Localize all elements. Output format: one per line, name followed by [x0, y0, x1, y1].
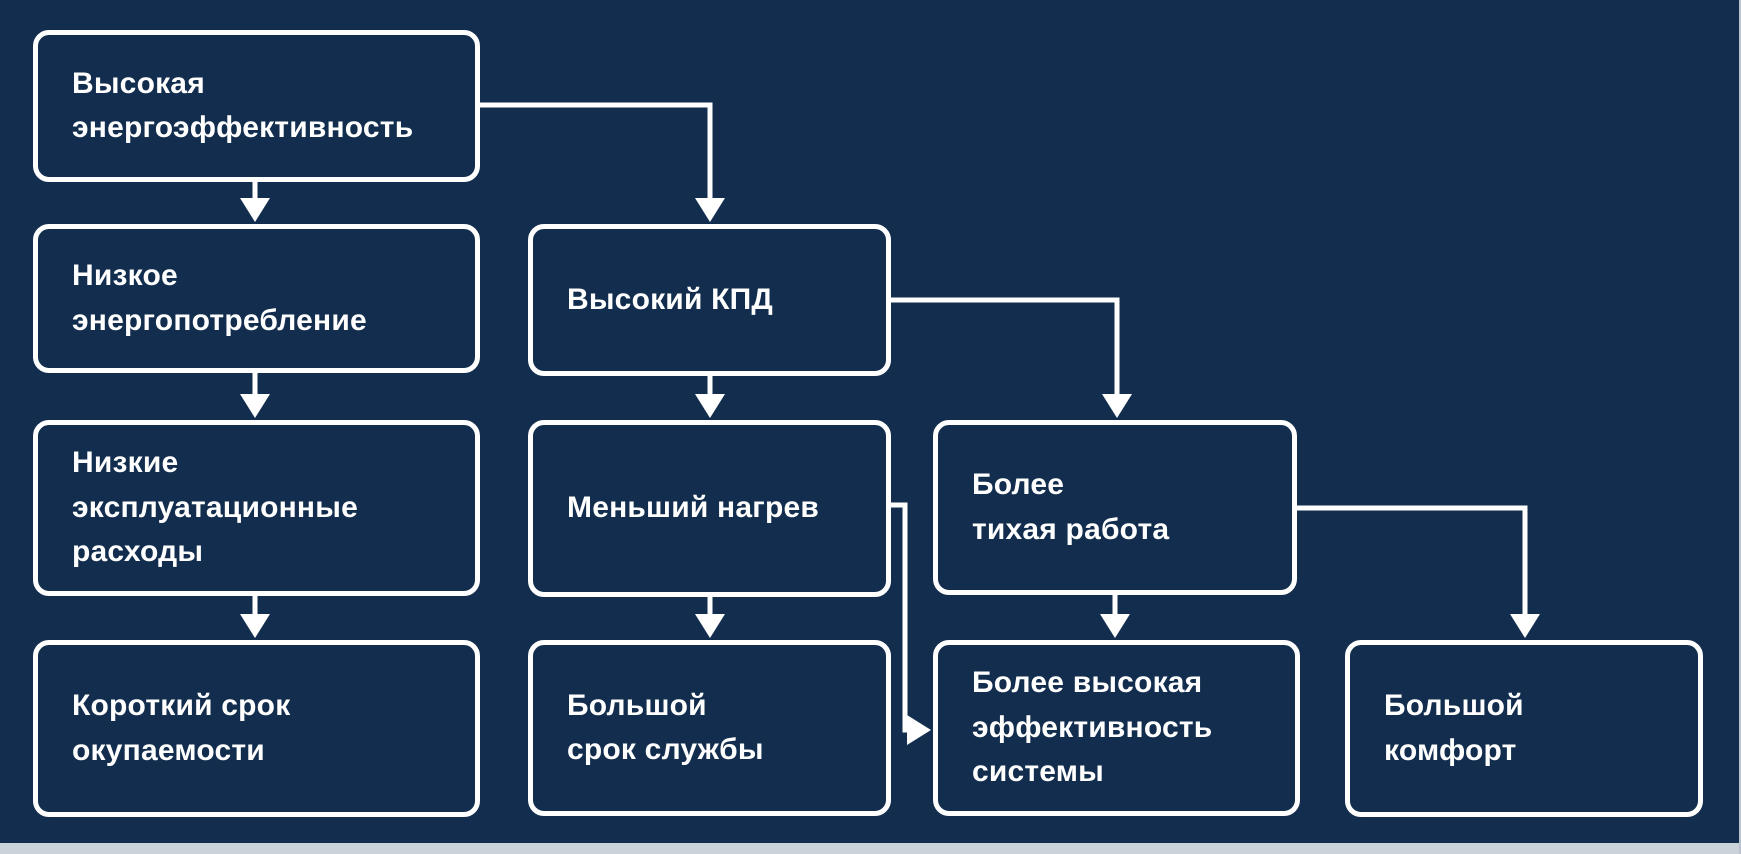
node-short-payback-period: Короткий срок окупаемости [33, 640, 480, 817]
node-great-comfort-label: Большой комфорт [1384, 689, 1524, 767]
arrow-n1-n5-line [480, 102, 713, 200]
node-low-operating-costs: Низкие эксплуатационные расходы [33, 420, 480, 596]
node-great-comfort: Большой комфорт [1345, 640, 1703, 817]
arrow-n5-n6-head [695, 394, 725, 418]
arrow-n2-n3-head [240, 394, 270, 418]
node-short-payback-period-label: Короткий срок окупаемости [72, 689, 291, 767]
arrow-n1-n5-head [695, 198, 725, 222]
node-high-energy-efficiency-label: Высокая энергоэффективность [72, 66, 414, 144]
node-high-efficiency-kpd-label: Высокий КПД [567, 282, 773, 316]
slide-edge-right [1739, 0, 1741, 854]
slide-edge-bottom [0, 843, 1741, 854]
arrow-n7-n10-head [1510, 614, 1540, 638]
node-quieter-operation-label: Более тихая работа [972, 468, 1170, 546]
node-less-heating-label: Меньший нагрев [567, 491, 820, 525]
node-long-service-life: Большой срок службы [528, 640, 891, 816]
arrow-n7-n10-line [1297, 505, 1528, 616]
node-low-energy-consumption-label: Низкое энергопотребление [72, 259, 367, 337]
node-quieter-operation: Более тихая работа [933, 420, 1297, 595]
arrow-n6-n9-line [891, 502, 909, 733]
node-high-efficiency-kpd: Высокий КПД [528, 224, 891, 376]
arrow-n1-n2-head [240, 198, 270, 222]
node-high-energy-efficiency: Высокая энергоэффективность [33, 30, 480, 182]
node-low-operating-costs-label: Низкие эксплуатационные расходы [72, 446, 358, 569]
node-higher-system-efficiency: Более высокая эффективность системы [933, 640, 1300, 816]
node-less-heating: Меньший нагрев [528, 420, 891, 597]
arrow-n5-n7-head [1102, 394, 1132, 418]
arrow-n6-n9-head [907, 715, 931, 745]
arrow-n5-n7-line [891, 297, 1120, 396]
arrow-n3-n4-head [240, 614, 270, 638]
node-long-service-life-label: Большой срок службы [567, 688, 764, 766]
node-higher-system-efficiency-label: Более высокая эффективность системы [972, 666, 1213, 789]
arrow-n6-n8-head [695, 614, 725, 638]
arrow-n7-n9-head [1100, 614, 1130, 638]
node-low-energy-consumption: Низкое энергопотребление [33, 224, 480, 373]
